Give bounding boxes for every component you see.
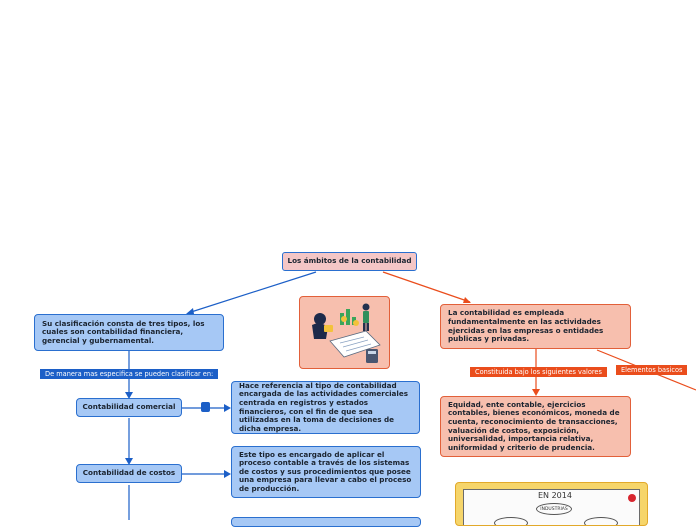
right-summary-text: La contabilidad es empleada fundamentalm… [448, 308, 604, 344]
costos-node[interactable]: Contabilidad de costos [76, 464, 182, 483]
comercial-node[interactable]: Contabilidad comercial [76, 398, 182, 417]
whiteboard-image-node[interactable]: EN 2014 INDUSTRIAS [455, 482, 648, 526]
arrow-head [125, 458, 133, 465]
arrow-head [125, 392, 133, 399]
image-node[interactable] [299, 296, 390, 369]
elements-label[interactable]: Elementos basicos [616, 365, 688, 375]
values-label[interactable]: Constituida bajo los siguientes valores [470, 367, 607, 377]
whiteboard-image: EN 2014 INDUSTRIAS [463, 489, 640, 525]
arrow-head [186, 308, 194, 314]
elements-label-text: Elementos basicos [621, 366, 683, 374]
values-node[interactable]: Equidad, ente contable, ejercicios conta… [440, 396, 631, 457]
values-label-text: Constituida bajo los siguientes valores [475, 368, 602, 376]
arrow-head [224, 404, 231, 412]
whiteboard-heading: EN 2014 [538, 491, 572, 500]
link-root-right [382, 271, 471, 303]
left-summary-node[interactable]: Su clasificación consta de tres tipos, l… [34, 314, 224, 351]
comercial-description: Hace referencia al tipo de contabilidad … [239, 380, 409, 433]
costos-description: Este tipo es encargado de aplicar el pro… [239, 449, 412, 493]
root-node[interactable]: Los ámbitos de la contabilidad [282, 252, 417, 271]
accounting-illustration-icon [312, 303, 381, 363]
right-summary-node[interactable]: La contabilidad es empleada fundamentalm… [440, 304, 631, 349]
arrow-head [463, 297, 471, 303]
values-text: Equidad, ente contable, ejercicios conta… [448, 399, 620, 452]
comercial-description-node[interactable]: Hace referencia al tipo de contabilidad … [231, 381, 420, 434]
arrow-head [532, 389, 540, 396]
whiteboard-circle: INDUSTRIAS [536, 503, 572, 515]
record-dot-icon [628, 494, 636, 502]
root-label: Los ámbitos de la contabilidad [287, 256, 412, 266]
whiteboard-circle-text: INDUSTRIAS [540, 506, 568, 512]
next-description-node[interactable] [231, 517, 421, 527]
comercial-title: Contabilidad comercial [82, 402, 176, 412]
whiteboard-sketch [494, 517, 528, 525]
collapse-toggle[interactable] [201, 402, 210, 412]
left-summary-text: Su clasificación consta de tres tipos, l… [42, 318, 205, 345]
classification-label[interactable]: De manera mas especifica se pueden clasi… [40, 369, 219, 379]
whiteboard-sketch [584, 517, 618, 525]
costos-description-node[interactable]: Este tipo es encargado de aplicar el pro… [231, 446, 421, 498]
arrow-head [224, 470, 231, 478]
link-root-left [187, 271, 317, 314]
costos-title: Contabilidad de costos [82, 468, 176, 478]
classification-label-text: De manera mas especifica se pueden clasi… [45, 370, 214, 378]
